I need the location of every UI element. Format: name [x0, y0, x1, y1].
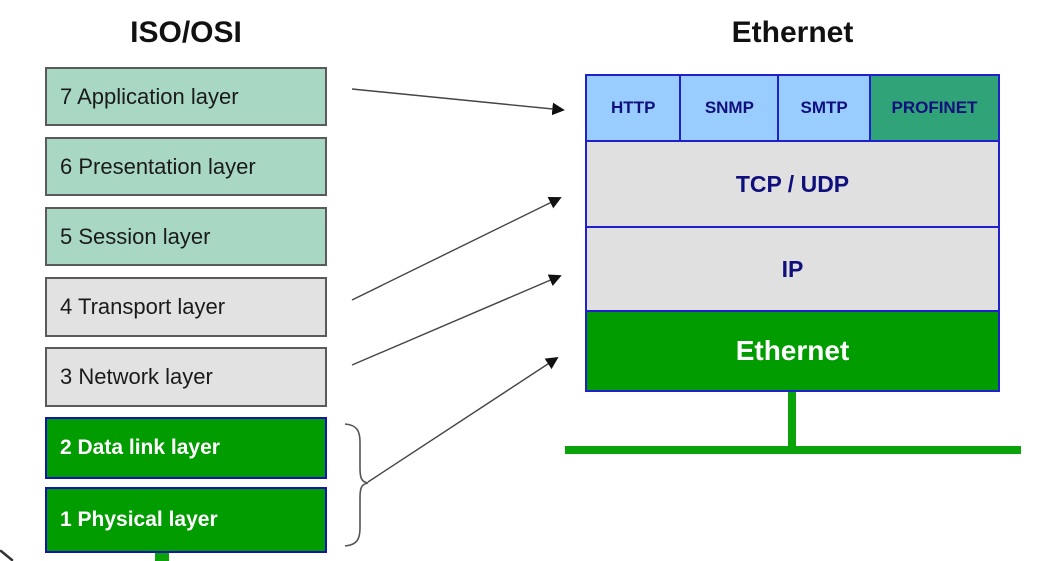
network-bus-line [565, 446, 1021, 454]
osi-layer-6-presentation: 6 Presentation layer [45, 137, 327, 196]
arrow-transport-to-tcp-udp [351, 197, 562, 301]
ip-row: IP [587, 228, 998, 312]
ethernet-title: Ethernet [731, 16, 854, 49]
http-cell: HTTP [587, 76, 680, 140]
ethernet-row: Ethernet [587, 312, 998, 390]
ethernet-stack: HTTP SNMP SMTP PROFINET TCP / UDP IP Eth… [585, 74, 1000, 392]
physical-layer-stub [155, 553, 169, 561]
osi-layer-7-application: 7 Application layer [45, 67, 327, 126]
brace-layers-1-2 [344, 423, 369, 547]
iso-osi-title: ISO/OSI [130, 16, 242, 49]
application-protocols-row: HTTP SNMP SMTP PROFINET [587, 76, 998, 142]
osi-layer-2-data-link: 2 Data link layer [45, 417, 327, 479]
arrow-network-to-ip [351, 274, 562, 366]
tcp-udp-row: TCP / UDP [587, 142, 998, 228]
smtp-cell: SMTP [777, 76, 869, 140]
profinet-cell: PROFINET [868, 76, 998, 140]
snmp-cell: SNMP [679, 76, 778, 140]
bus-connector-line [788, 392, 796, 446]
osi-layer-5-session: 5 Session layer [45, 207, 327, 266]
arrow-brace-to-ethernet [367, 356, 559, 483]
stray-mark [0, 549, 14, 561]
osi-layer-4-transport: 4 Transport layer [45, 277, 327, 337]
arrow-application-to-protocols [351, 88, 565, 116]
osi-layer-3-network: 3 Network layer [45, 347, 327, 407]
osi-layer-1-physical: 1 Physical layer [45, 487, 327, 553]
